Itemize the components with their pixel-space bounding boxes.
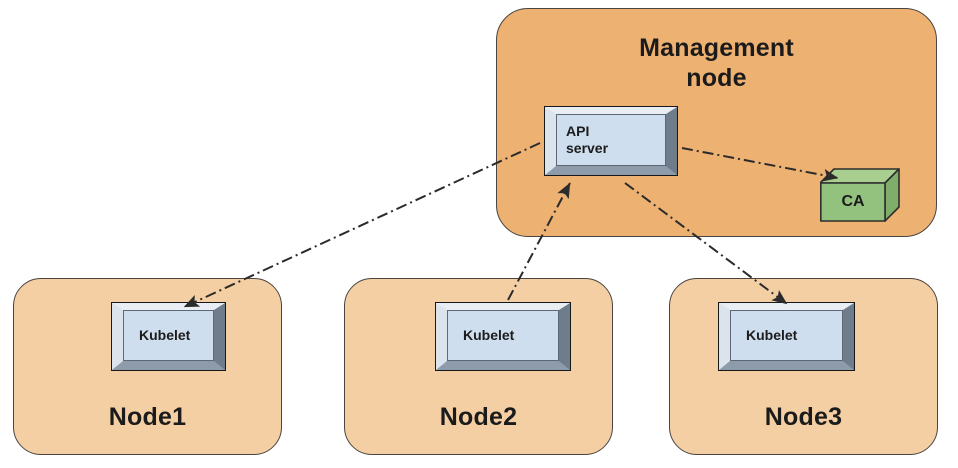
box-api-server[interactable]: API server bbox=[544, 106, 678, 176]
kubelet-node2-inner-face: Kubelet bbox=[447, 310, 559, 361]
box-label-kubelet-node3: Kubelet bbox=[746, 327, 798, 343]
group-label-node1: Node1 bbox=[108, 403, 187, 431]
box-label-api-server: API server bbox=[566, 123, 609, 156]
group-label-node2: Node2 bbox=[439, 403, 518, 431]
ca-cube-shape bbox=[820, 168, 900, 222]
api-server-bevel-face: API server bbox=[545, 107, 677, 175]
box-ca[interactable]: CA bbox=[820, 167, 900, 223]
kubelet-node2-bevel-face: Kubelet bbox=[436, 303, 570, 370]
box-kubelet-node2[interactable]: Kubelet bbox=[435, 302, 571, 371]
group-label-node3: Node3 bbox=[764, 403, 843, 431]
box-kubelet-node1[interactable]: Kubelet bbox=[111, 302, 226, 371]
group-label-management-node: Management node bbox=[639, 34, 794, 92]
box-kubelet-node3[interactable]: Kubelet bbox=[718, 302, 855, 371]
kubelet-node3-bevel-face: Kubelet bbox=[719, 303, 854, 370]
kubelet-node3-inner-face: Kubelet bbox=[730, 310, 843, 361]
box-label-kubelet-node1: Kubelet bbox=[139, 327, 191, 343]
api-server-inner-face: API server bbox=[556, 114, 666, 166]
kubelet-node1-bevel-face: Kubelet bbox=[112, 303, 225, 370]
box-label-kubelet-node2: Kubelet bbox=[463, 327, 515, 343]
kubelet-node1-inner-face: Kubelet bbox=[123, 310, 214, 361]
